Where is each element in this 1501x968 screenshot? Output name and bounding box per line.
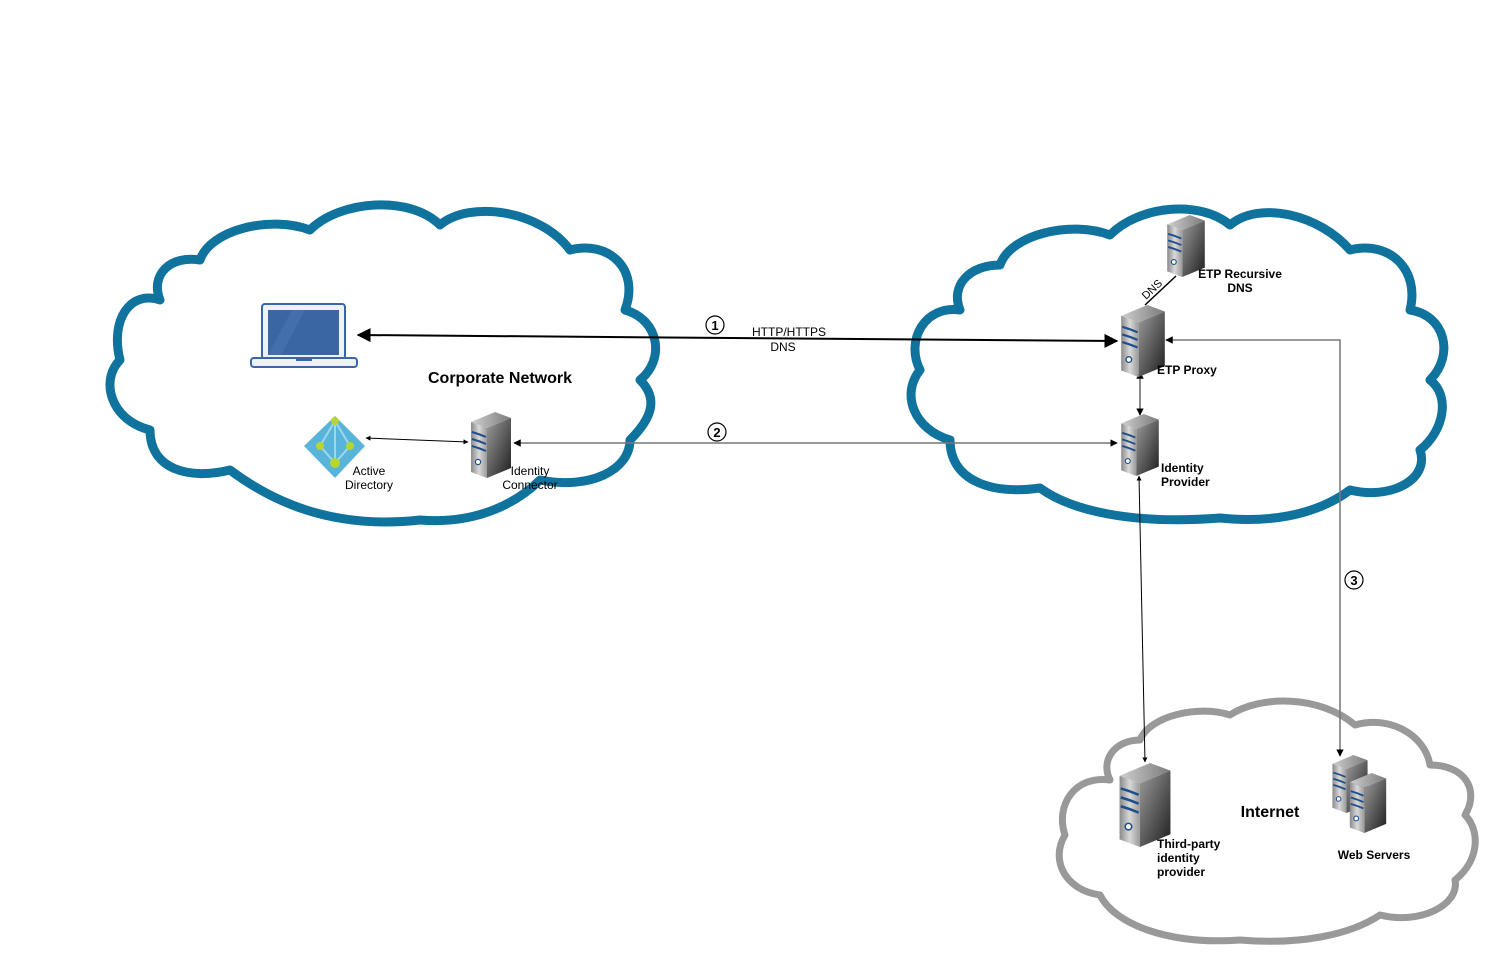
identity-provider-label-2: Provider: [1161, 475, 1210, 489]
web-servers-label: Web Servers: [1338, 848, 1411, 862]
etp-recursive-dns-label-1: ETP Recursive: [1198, 267, 1282, 281]
active-directory-label-1: Active: [353, 464, 386, 478]
step-badge-3: 3: [1344, 570, 1364, 590]
laptop-icon[interactable]: [250, 303, 358, 368]
etp-recursive-dns-label-2: DNS: [1227, 281, 1252, 295]
identity-provider-server-icon[interactable]: [1120, 414, 1160, 476]
edge-ad-connector[interactable]: [365, 435, 469, 445]
edge-identity-provider-third-party[interactable]: [1136, 475, 1148, 763]
svg-text:1: 1: [711, 318, 718, 333]
active-directory-label-2: Directory: [345, 478, 393, 492]
identity-connector-server-icon[interactable]: [471, 411, 511, 479]
third-party-idp-label-3: provider: [1157, 865, 1205, 879]
third-party-idp-label-1: Third-party: [1157, 837, 1221, 851]
active-directory-icon[interactable]: [304, 416, 365, 478]
etp-proxy-label: ETP Proxy: [1157, 363, 1217, 377]
edge-laptop-etp-proxy[interactable]: [356, 328, 1119, 348]
edge-proxy-web-servers[interactable]: [1165, 336, 1344, 757]
edge-proxy-recursive-dns[interactable]: [1144, 275, 1177, 306]
svg-text:2: 2: [713, 425, 720, 440]
third-party-idp-label-2: identity: [1157, 851, 1200, 865]
svg-text:3: 3: [1350, 573, 1357, 588]
internet-label: Internet: [1241, 804, 1300, 821]
step-badge-2: 2: [707, 422, 727, 442]
identity-provider-label-1: Identity: [1161, 461, 1204, 475]
corporate-network-label: Corporate Network: [428, 370, 572, 387]
identity-connector-label-2: Connector: [502, 478, 557, 492]
step-badge-1: 1: [705, 315, 725, 335]
identity-connector-label-1: Identity: [511, 464, 550, 478]
edge-1-label-protocols: HTTP/HTTPS: [752, 325, 826, 339]
third-party-idp-server-icon[interactable]: [1118, 763, 1172, 847]
edge-1-label-dns: DNS: [770, 340, 795, 354]
